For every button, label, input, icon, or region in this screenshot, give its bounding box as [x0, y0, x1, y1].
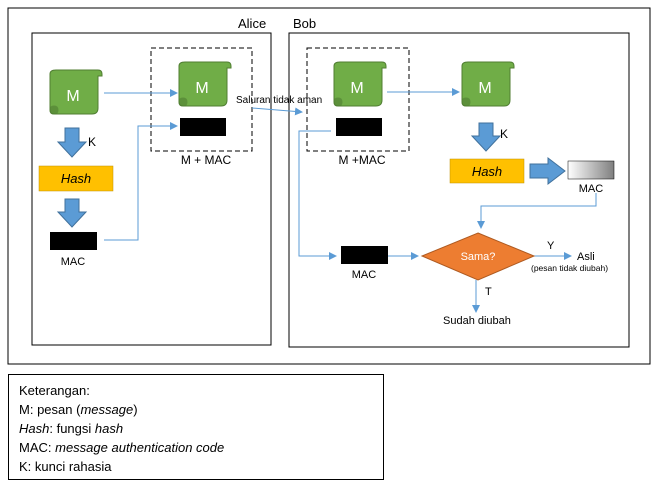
bob-label: Bob	[293, 16, 316, 31]
legend-box: Keterangan: M: pesan (message) Hash: fun…	[8, 374, 384, 480]
connector-lines	[104, 88, 597, 313]
bob-packet-m-text: M	[350, 80, 363, 97]
modified-label: Sudah diubah	[443, 315, 511, 327]
legend-m-italic: message	[80, 402, 134, 417]
bob-received-mac-block	[341, 246, 388, 264]
legend-row-m: M: pesan (message)	[19, 400, 373, 419]
legend-hash-text: : fungsi	[49, 421, 95, 436]
legend-m-key: M:	[19, 402, 38, 417]
bob-packet-box	[306, 47, 410, 152]
bob-hash-text: Hash	[472, 164, 502, 179]
compare-diamond	[420, 232, 536, 281]
bob-m-text: M	[478, 80, 491, 97]
alice-panel	[31, 32, 272, 346]
bob-mac-to-compare	[298, 130, 337, 260]
bob-panel	[288, 32, 630, 348]
alice-k-label: K	[88, 135, 96, 149]
outer-frame	[7, 7, 651, 365]
alice-mac-to-packet	[104, 122, 178, 241]
yes-label: Y	[547, 240, 555, 252]
alice-m-plus-mac-label: M + MAC	[181, 153, 232, 167]
legend-hash-italic: hash	[94, 421, 124, 436]
legend-m-text: pesan (	[37, 402, 81, 417]
alice-key-arrow-icon	[56, 127, 88, 158]
bob-hash-arrow-icon	[529, 156, 566, 186]
alice-mac-label: MAC	[61, 256, 86, 268]
authentic-note: (pesan tidak diubah)	[531, 263, 608, 273]
bob-computed-mac-block	[567, 160, 615, 180]
bob-packet-mac-block	[336, 118, 382, 136]
insecure-channel-line	[251, 107, 303, 116]
insecure-channel-label: Saluran tidak aman	[236, 95, 322, 106]
alice-packet-m-text: M	[195, 80, 208, 97]
legend-row-hash: Hash: fungsi hash	[19, 419, 373, 438]
bob-computed-mac-label: MAC	[579, 183, 604, 195]
alice-label: Alice	[238, 16, 266, 31]
alice-m-text: M	[66, 88, 79, 105]
legend-row-mac: MAC: message authentication code	[19, 438, 373, 457]
bob-hash-box	[449, 158, 525, 184]
alice-packet-box	[150, 47, 253, 152]
no-label: T	[485, 286, 492, 298]
legend-title: Keterangan:	[19, 383, 90, 398]
legend-hash-key: Hash	[19, 421, 50, 436]
alice-hash-text: Hash	[61, 171, 91, 186]
bob-k-label: K	[500, 127, 508, 141]
compare-text: Sama?	[461, 251, 496, 263]
alice-packet-mac-block	[180, 118, 226, 136]
alice-mac-block	[50, 232, 97, 250]
alice-hash-box	[38, 165, 114, 192]
bob-m-plus-mac-label: M +MAC	[338, 153, 385, 167]
bob-key-arrow-icon	[470, 122, 502, 152]
legend-m-close: )	[133, 402, 138, 417]
bob-received-mac-label: MAC	[352, 269, 377, 281]
legend-mac-italic: message authentication code	[55, 440, 225, 455]
legend-mac-key: MAC:	[19, 440, 56, 455]
authentic-label: Asli	[577, 251, 595, 263]
computed-mac-to-diamond	[477, 193, 597, 229]
alice-hash-arrow-icon	[56, 198, 88, 228]
legend-row-k: K: kunci rahasia	[19, 459, 112, 474]
